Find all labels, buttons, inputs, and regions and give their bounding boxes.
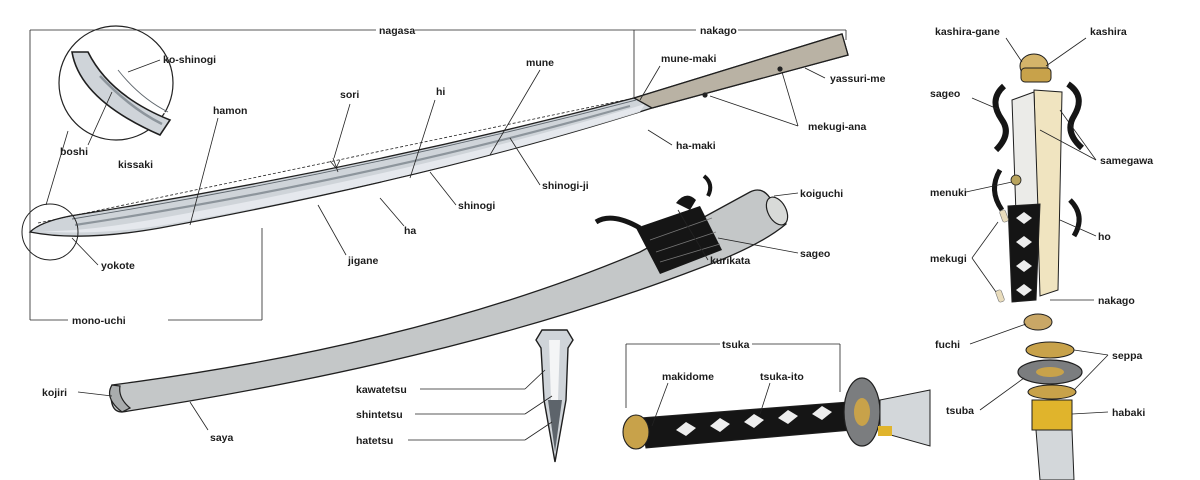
label-makidome: makidome: [662, 371, 714, 383]
label-nakago-hilt: nakago: [1098, 295, 1135, 307]
label-hi: hi: [436, 86, 445, 98]
label-tsuka: tsuka: [722, 339, 750, 351]
label-tsuka-ito: tsuka-ito: [760, 371, 804, 383]
label-mekugi: mekugi: [930, 253, 967, 265]
tsuka-illustration: [622, 377, 931, 450]
label-nakago-top: nakago: [700, 25, 737, 37]
label-mune: mune: [526, 57, 554, 69]
blade-cross-section: [535, 329, 574, 463]
label-mekugi-ana: mekugi-ana: [808, 121, 867, 133]
label-yokote: yokote: [101, 260, 135, 272]
label-koiguchi: koiguchi: [800, 188, 843, 200]
label-boshi: boshi: [60, 146, 88, 158]
label-ko-shinogi: ko-shinogi: [163, 54, 216, 66]
label-sageo-hilt: sageo: [930, 88, 960, 100]
kissaki-magnifier: [58, 25, 174, 141]
label-mono-uchi: mono-uchi: [72, 315, 126, 327]
label-jigane: jigane: [347, 255, 379, 267]
label-kojiri: kojiri: [42, 387, 67, 399]
label-ha-maki: ha-maki: [676, 140, 716, 152]
label-kashira: kashira: [1090, 26, 1127, 38]
label-sori: sori: [340, 89, 359, 101]
label-tsuba: tsuba: [946, 405, 974, 417]
label-hatetsu: hatetsu: [356, 435, 393, 447]
label-samegawa: samegawa: [1100, 155, 1153, 167]
label-ha: ha: [404, 225, 416, 237]
blade-illustration: [28, 33, 849, 237]
labels: nagasa nakago ko-shinogi mune-maki yassu…: [42, 25, 1153, 447]
label-hamon: hamon: [213, 105, 247, 117]
label-habaki: habaki: [1112, 407, 1145, 419]
label-menuki: menuki: [930, 187, 967, 199]
label-kawatetsu: kawatetsu: [356, 384, 407, 396]
saya-illustration: [109, 174, 789, 413]
label-mune-maki: mune-maki: [661, 53, 717, 65]
label-nagasa: nagasa: [379, 25, 415, 37]
label-fuchi: fuchi: [935, 339, 960, 351]
label-saya: saya: [210, 432, 234, 444]
label-sageo-saya: sageo: [800, 248, 830, 260]
label-kurikata: kurikata: [710, 255, 750, 267]
kissaki-circle: [21, 203, 79, 261]
label-ho: ho: [1098, 231, 1111, 243]
label-shinogi-ji: shinogi-ji: [542, 180, 589, 192]
label-yassuri-me: yassuri-me: [830, 73, 886, 85]
exploded-hilt-illustration: [992, 53, 1085, 480]
leader-lines: [29, 29, 1109, 441]
label-kissaki: kissaki: [118, 159, 153, 171]
label-kashira-gane: kashira-gane: [935, 26, 1000, 38]
label-seppa: seppa: [1112, 350, 1143, 362]
label-shinogi: shinogi: [458, 200, 495, 212]
label-shintetsu: shintetsu: [356, 409, 403, 421]
